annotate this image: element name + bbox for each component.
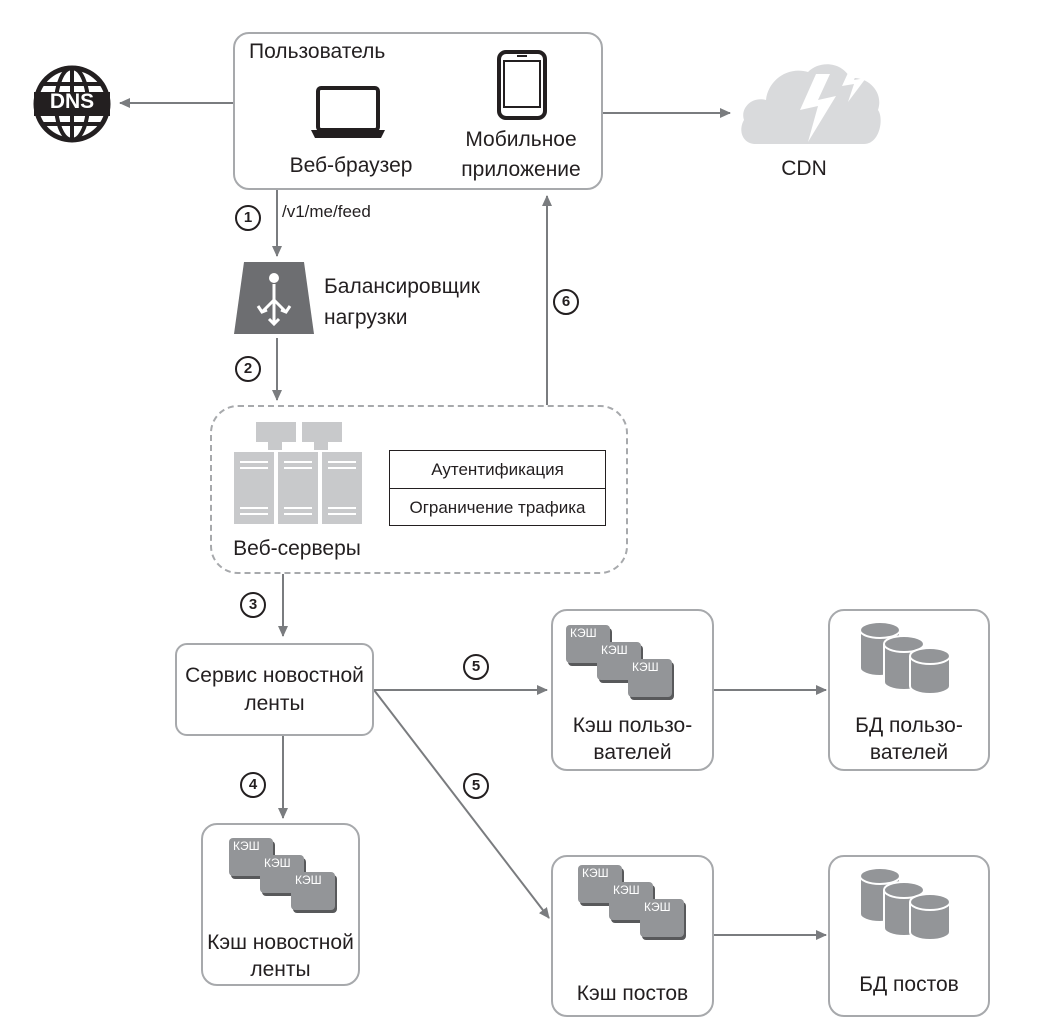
auth-label: Аутентификация bbox=[431, 460, 564, 479]
step-6-badge: 6 bbox=[553, 289, 579, 315]
rate-limit-label: Ограничение трафика bbox=[390, 488, 605, 526]
post-cache-label: Кэш постов bbox=[576, 982, 689, 1005]
cdn-label: CDN bbox=[781, 157, 827, 180]
user-cache-line1: Кэш пользо- bbox=[572, 714, 693, 737]
user-db-line2: вателей bbox=[869, 741, 949, 764]
web-servers-group bbox=[210, 405, 628, 574]
feed-service-line2: ленты bbox=[244, 692, 305, 715]
browser-label: Веб-браузер bbox=[289, 154, 413, 177]
user-cache-line2: вателей bbox=[593, 741, 672, 764]
load-balancer-line2: нагрузки bbox=[324, 306, 408, 329]
step-5-badge-post: 5 bbox=[463, 773, 489, 799]
step-2-badge: 2 bbox=[235, 356, 261, 382]
dns-globe-icon bbox=[33, 65, 111, 143]
user-title: Пользователь bbox=[249, 40, 386, 63]
load-balancer-icon bbox=[234, 262, 314, 334]
cdn-cloud-icon bbox=[741, 64, 881, 144]
cache-tile: КЭШ bbox=[640, 899, 684, 937]
step-1-badge: 1 bbox=[235, 205, 261, 231]
laptop-icon bbox=[311, 86, 385, 138]
step-5-badge-user: 5 bbox=[463, 654, 489, 680]
feed-cache-line1: Кэш новостной bbox=[207, 931, 354, 954]
step-4-badge: 4 bbox=[240, 772, 266, 798]
arrow-step-5b bbox=[373, 689, 550, 919]
mobile-label-line1: Мобильное bbox=[465, 128, 577, 151]
web-server-features: Аутентификация Ограничение трафика bbox=[389, 450, 606, 526]
request-path: /v1/me/feed bbox=[282, 202, 371, 221]
server-rack-icon bbox=[234, 422, 362, 524]
dns-label: DNS bbox=[49, 90, 95, 113]
mobile-phone-icon bbox=[497, 50, 547, 120]
cache-tile: КЭШ bbox=[229, 838, 273, 876]
load-balancer-line1: Балансировщик bbox=[324, 275, 480, 298]
mobile-label-line2: приложение bbox=[461, 158, 581, 181]
database-icon bbox=[859, 621, 951, 695]
cache-tile: КЭШ bbox=[628, 659, 672, 697]
user-db-line1: БД пользо- bbox=[855, 714, 963, 737]
database-icon bbox=[859, 867, 951, 941]
web-servers-label: Веб-серверы bbox=[233, 537, 361, 560]
feed-cache-line2: ленты bbox=[250, 958, 311, 981]
feed-service-line1: Сервис новостной bbox=[185, 664, 364, 687]
feed-service-box bbox=[175, 643, 374, 736]
post-db-label: БД постов bbox=[859, 973, 959, 996]
step-3-badge: 3 bbox=[240, 592, 266, 618]
cache-tile: КЭШ bbox=[291, 872, 335, 910]
